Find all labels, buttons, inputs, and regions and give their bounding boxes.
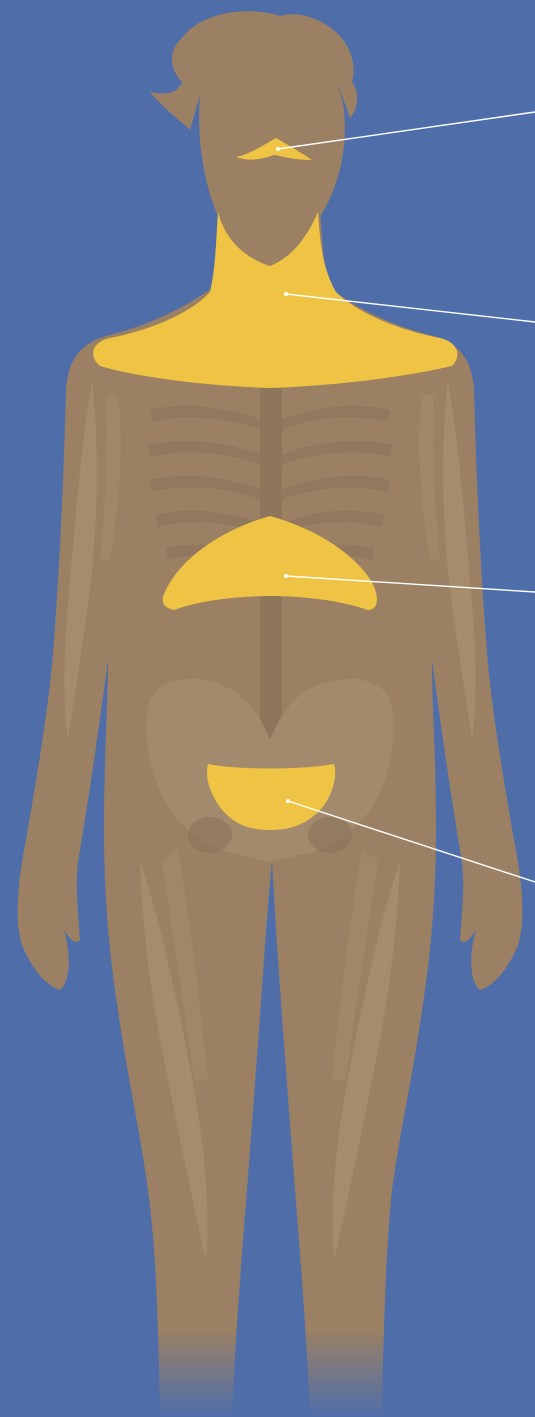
pelvic-leader-dot (286, 799, 290, 803)
diaphragm-leader-dot (284, 574, 288, 578)
right-hip-socket (308, 817, 352, 853)
neck-leader-dot (284, 292, 288, 296)
left-hip-socket (188, 817, 232, 853)
leg-fade (0, 1330, 535, 1417)
mouth-leader-dot (276, 147, 280, 151)
